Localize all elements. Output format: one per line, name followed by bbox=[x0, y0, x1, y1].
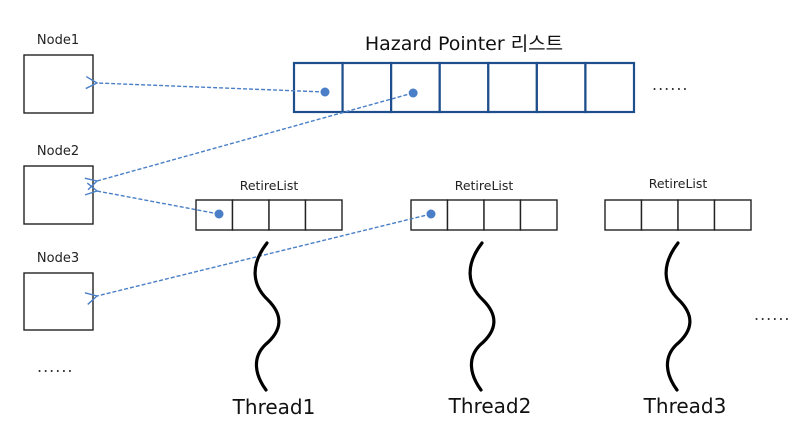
node-box bbox=[23, 54, 94, 114]
retire-list-1: RetireList bbox=[195, 178, 343, 231]
list-cell bbox=[268, 199, 307, 231]
node-label: Node1 bbox=[37, 33, 79, 48]
list-cell bbox=[535, 61, 587, 114]
node-3: Node3 bbox=[23, 251, 94, 331]
list-cell bbox=[604, 199, 643, 231]
list-cell bbox=[341, 61, 393, 114]
node-label: Node3 bbox=[37, 251, 79, 266]
list-cell bbox=[584, 61, 636, 114]
list-cell bbox=[195, 199, 234, 231]
retire-list-cells bbox=[410, 199, 558, 231]
retire-list-2: RetireList bbox=[410, 178, 558, 231]
list-cell bbox=[519, 199, 558, 231]
hazard-pointer-list-title: Hazard Pointer 리스트 bbox=[365, 33, 563, 55]
list-cell bbox=[446, 199, 485, 231]
threads-ellipsis: ...... bbox=[754, 305, 791, 324]
pointer-edges bbox=[97, 83, 432, 296]
retire-list-label: RetireList bbox=[455, 178, 514, 193]
retire-list-3: RetireList bbox=[604, 176, 752, 231]
list-cell bbox=[677, 199, 716, 231]
node-box bbox=[23, 165, 94, 225]
retire-list-cells bbox=[195, 199, 343, 231]
list-cell bbox=[487, 61, 538, 114]
node-2: Node2 bbox=[23, 144, 94, 225]
nodes-ellipsis: ...... bbox=[37, 357, 74, 376]
edge-rl2-node3 bbox=[97, 213, 432, 296]
list-cell bbox=[483, 199, 522, 231]
edge-hp0-node1 bbox=[97, 83, 326, 93]
node-1: Node1 bbox=[23, 33, 94, 114]
node-box bbox=[23, 272, 94, 331]
list-cell bbox=[292, 61, 344, 114]
thread-2-label: Thread2 bbox=[448, 394, 532, 418]
thread-1-squiggle-icon bbox=[253, 241, 281, 392]
edge-hp2-node2 bbox=[97, 92, 414, 181]
list-cell bbox=[304, 199, 343, 231]
thread-2-squiggle-icon bbox=[468, 241, 496, 392]
retire-list-label: RetireList bbox=[240, 178, 299, 193]
list-cell bbox=[438, 61, 490, 114]
list-cell bbox=[713, 199, 752, 231]
hazard-pointer-list bbox=[292, 61, 636, 114]
thread-3-squiggle-icon bbox=[664, 241, 692, 392]
node-label: Node2 bbox=[37, 144, 79, 159]
retire-list-label: RetireList bbox=[649, 176, 708, 191]
list-cell bbox=[231, 199, 270, 231]
hazard-pointer-ellipsis: ...... bbox=[652, 75, 689, 94]
retire-list-cells bbox=[604, 199, 752, 231]
list-cell bbox=[390, 61, 441, 114]
thread-3-label: Thread3 bbox=[643, 394, 727, 418]
pointer-dot bbox=[408, 88, 418, 98]
list-cell bbox=[640, 199, 679, 231]
edge-rl1-node2 bbox=[97, 191, 220, 215]
thread-1-label: Thread1 bbox=[232, 395, 316, 419]
